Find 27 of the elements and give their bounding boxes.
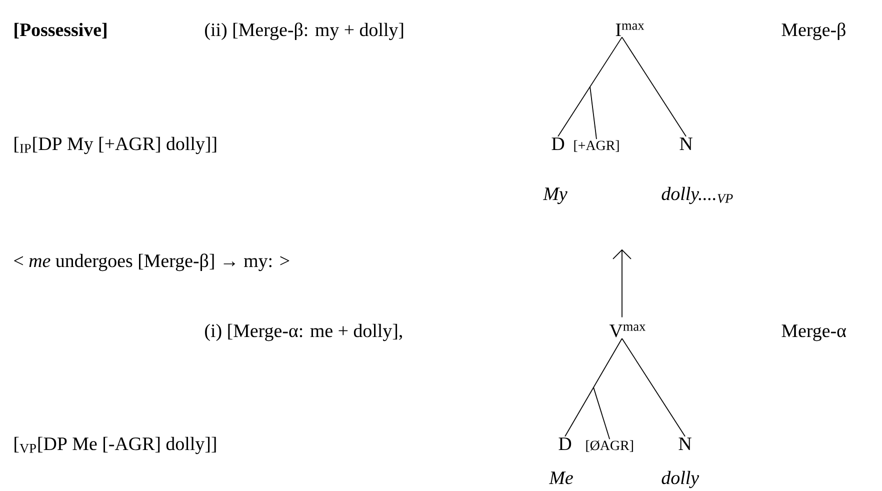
- tree-label: [ØAGR]: [586, 440, 633, 452]
- tree-label: N: [680, 138, 692, 150]
- tree-label: N: [678, 438, 692, 450]
- word-gloss: Me: [548, 472, 573, 484]
- text-label: < me undergoes [Merge-β] → my: >: [14, 254, 290, 272]
- tree-label: D: [558, 438, 572, 450]
- tree-label: [+AGR]: [574, 140, 619, 152]
- tree-label: I$^{max}$: [616, 24, 644, 36]
- text-label: Merge-β: [782, 22, 846, 40]
- text-label: [$_{IP}$[DP My [+AGR] dolly]]: [14, 136, 216, 154]
- text-label: [Possessive]: [14, 22, 106, 39]
- tree-branch: [593, 386, 610, 440]
- word-gloss: dolly....$_{VP}$: [662, 186, 733, 204]
- tree-branch: [564, 338, 622, 437]
- tree-branch: [590, 86, 597, 140]
- tree-label: D: [552, 138, 564, 150]
- tree-label: V$^{max}$: [609, 324, 646, 338]
- tree-branch: [622, 36, 686, 137]
- text-label: Merge-α: [782, 324, 846, 342]
- text-label: [$_{VP}$[DP Me [-AGR] dolly]]: [14, 436, 216, 454]
- text-label: (i) [Merge-α: me + dolly],: [205, 324, 402, 342]
- arrow: [612, 249, 632, 318]
- tree-branch: [622, 338, 686, 437]
- word-gloss: dolly: [662, 470, 700, 488]
- tree-branch: [558, 36, 622, 137]
- word-gloss: My: [542, 188, 568, 204]
- text-label: (ii) [Merge-β: my + dolly]: [205, 22, 404, 40]
